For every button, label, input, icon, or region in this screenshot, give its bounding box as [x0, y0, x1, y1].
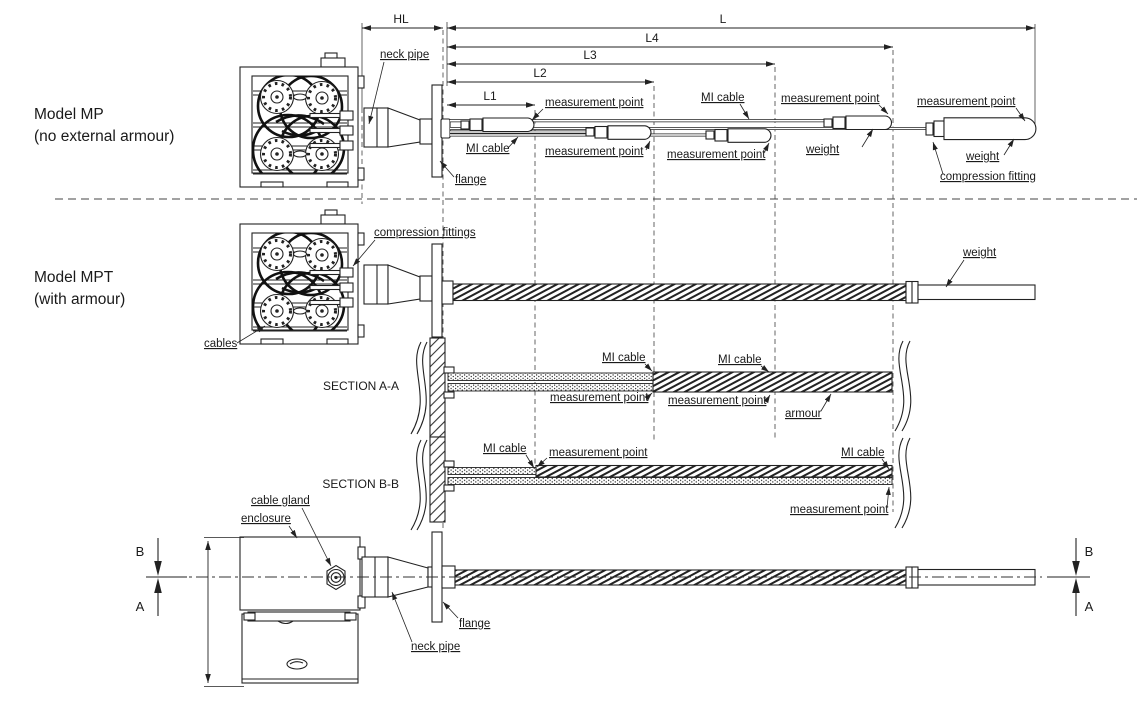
- mp-labels: neck pipe flange measurement point MI ca…: [368, 49, 1036, 186]
- label-mi-cable-bb-left: MI cable: [483, 443, 526, 455]
- section-bb-wall: [429, 436, 446, 523]
- mpt-flange: [431, 243, 443, 338]
- section-bb-title: SECTION B-B: [322, 477, 399, 491]
- label-measurement-point-mp2: measurement point: [545, 146, 644, 158]
- section-aa-title: SECTION A-A: [323, 379, 399, 393]
- mpt-compression-nut: [441, 280, 454, 305]
- section-marker-left: B A: [136, 538, 187, 616]
- model-mp-title: Model MP: [34, 106, 104, 123]
- model-mpt-subtitle: (with armour): [34, 291, 125, 308]
- section-bb-armour-tube: [535, 464, 893, 478]
- dim-l1: L1: [483, 89, 497, 103]
- label-mi-cable-aa-2: MI cable: [718, 354, 761, 366]
- model-mp-drawing: neck pipe flange measurement point MI ca…: [240, 49, 1037, 187]
- section-bb-drawing: SECTION B-B MI cable measurement point M…: [322, 436, 912, 531]
- label-compression-fittings-mpt: compression fittings: [374, 227, 476, 239]
- mpt-weight: [905, 280, 1036, 304]
- section-aa-mi-cable-1: [447, 372, 655, 381]
- label-measurement-point-bb-right: measurement point: [790, 504, 889, 516]
- mp-probe-3: [705, 128, 772, 143]
- label-weight-mp-right: weight: [965, 151, 1000, 163]
- label-mi-cable-mp-top: MI cable: [701, 92, 744, 104]
- section-bb-break-right: [894, 437, 905, 529]
- section-bb-break-left: [410, 439, 422, 531]
- label-weight-mp-left: weight: [805, 144, 840, 156]
- side-view-drawing: B A B A cable gland enclosure flange nec…: [136, 495, 1094, 687]
- label-cables-mpt: cables: [204, 338, 237, 350]
- dim-l3: L3: [583, 48, 597, 62]
- mp-neck-pipe: [363, 107, 433, 148]
- section-aa-wall: [429, 337, 446, 438]
- logo-mark: [286, 658, 308, 670]
- model-mp-subtitle: (no external armour): [34, 128, 174, 145]
- section-bb-labels: MI cable measurement point MI cable meas…: [483, 443, 891, 516]
- label-armour-aa: armour: [785, 408, 822, 420]
- section-marker-right: B A: [1047, 538, 1094, 616]
- side-armour-tube: [454, 569, 907, 586]
- label-measurement-point-aa-2: measurement point: [668, 395, 767, 407]
- mp-probe-4: [823, 115, 893, 131]
- section-aa-labels: MI cable MI cable measurement point meas…: [550, 352, 832, 420]
- section-bb-mi-cable-long: [447, 477, 893, 485]
- model-mpt-drawing: compression fittings cables weight: [204, 210, 1036, 350]
- dimension-lines: HL L L4 L3 L2 L1: [362, 12, 1035, 108]
- mpt-enclosure: [240, 210, 364, 344]
- mpt-labels: compression fittings cables weight: [204, 227, 997, 350]
- section-aa-drawing: SECTION A-A MI cable MI cable measuremen…: [323, 337, 912, 438]
- dim-hl: HL: [393, 12, 409, 26]
- section-aa-mi-cable-2: [447, 383, 655, 392]
- label-mi-cable-aa-1: MI cable: [602, 352, 645, 364]
- label-weight-mpt: weight: [962, 247, 997, 259]
- section-marker-left-b: B: [136, 544, 145, 559]
- label-mi-cable-mp-bottom: MI cable: [466, 143, 509, 155]
- label-measurement-point-bb-left: measurement point: [549, 447, 648, 459]
- section-marker-right-a: A: [1085, 599, 1094, 614]
- dim-l4: L4: [645, 31, 659, 45]
- label-measurement-point-mp3: measurement point: [667, 149, 766, 161]
- model-mpt-title: Model MPT: [34, 269, 114, 286]
- dim-l: L: [720, 12, 727, 26]
- section-marker-right-b: B: [1085, 544, 1094, 559]
- label-mi-cable-bb-right: MI cable: [841, 447, 884, 459]
- section-marker-left-a: A: [136, 599, 145, 614]
- mp-probe-1: [460, 117, 535, 133]
- label-enclosure: enclosure: [241, 513, 291, 525]
- mpt-neck-pipe: [363, 264, 433, 305]
- side-height-dimension: [204, 537, 244, 687]
- section-bb-mi-cable-exposed: [447, 467, 539, 475]
- label-neck-pipe-mp: neck pipe: [380, 49, 429, 61]
- cable-gland: [326, 564, 346, 591]
- label-measurement-point-mp4: measurement point: [781, 93, 880, 105]
- side-weight: [905, 566, 1036, 589]
- mp-probe-2: [585, 125, 652, 140]
- mp-enclosure: [240, 53, 364, 187]
- label-neck-pipe-side: neck pipe: [411, 641, 460, 653]
- section-aa-break-right: [894, 340, 905, 432]
- side-enclosure: [239, 536, 366, 684]
- mp-cable-endcap: [440, 118, 451, 139]
- side-view-labels: cable gland enclosure flange neck pipe: [241, 495, 490, 653]
- label-flange-side: flange: [459, 618, 490, 630]
- mp-end-weight: [925, 117, 1037, 141]
- label-measurement-point-aa-1: measurement point: [550, 392, 649, 404]
- section-aa-break-left: [410, 341, 422, 435]
- mpt-armour-tube: [452, 283, 907, 302]
- label-measurement-point-mp1: measurement point: [545, 97, 644, 109]
- label-cable-gland: cable gland: [251, 495, 310, 507]
- label-compression-fitting-mp: compression fitting: [940, 171, 1036, 183]
- label-measurement-point-mp5: measurement point: [917, 96, 1016, 108]
- label-flange-mp: flange: [455, 174, 486, 186]
- section-aa-armour-tube: [652, 371, 893, 393]
- dim-l2: L2: [533, 66, 547, 80]
